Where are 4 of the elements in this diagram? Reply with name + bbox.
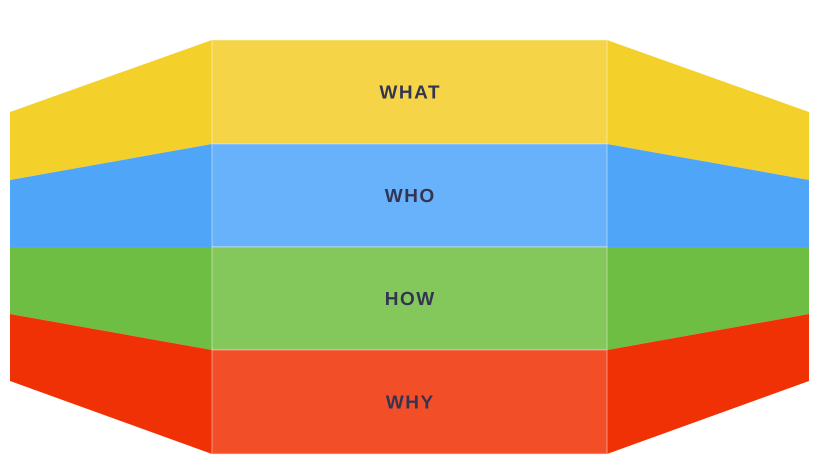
layer-band: HOW: [10, 246, 809, 350]
layer-band: WHY: [10, 314, 809, 454]
layer-band: WHO: [10, 144, 809, 248]
layer-band: WHAT: [10, 40, 809, 180]
